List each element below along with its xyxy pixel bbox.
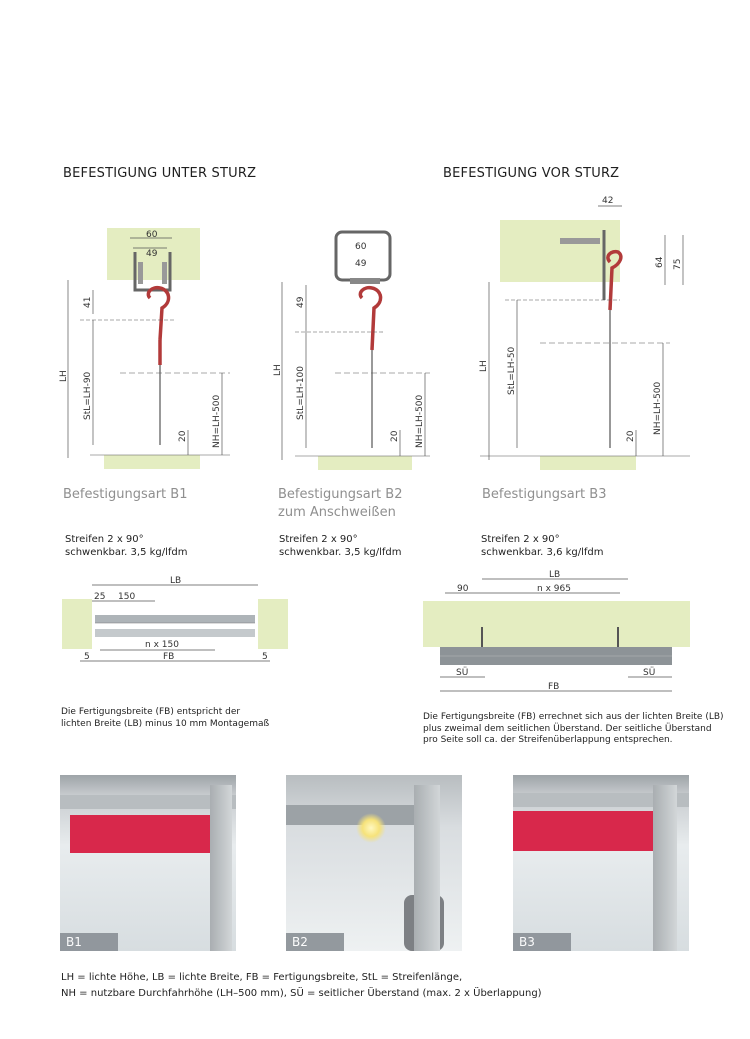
curtain-red-band (513, 811, 663, 851)
dim-lb: LB (170, 576, 181, 586)
lintel-wall (107, 228, 200, 280)
dim-90: 90 (457, 584, 469, 594)
dim-lh: LH (59, 370, 69, 382)
photo-b3: B3 (513, 775, 689, 951)
photo-b1: B1 (60, 775, 236, 951)
dim-42: 42 (602, 196, 613, 206)
type-title-b3: Befestigungsart B3 (482, 487, 607, 502)
dim-150: 150 (118, 592, 135, 602)
curtain-red-band (70, 815, 230, 853)
note-line: Die Fertigungsbreite (FB) entspricht der (61, 707, 241, 717)
type-subtitle-b2: zum Anschweißen (278, 505, 396, 520)
drawing-b3: 42 64 75 LH StL=LH-50 NH=LH-500 20 (479, 196, 690, 470)
strip-hook (606, 249, 623, 311)
spec-line: Streifen 2 x 90° (481, 534, 560, 545)
dim-49: 49 (355, 259, 367, 269)
dim-49: 49 (146, 249, 158, 259)
dim-lh: LH (273, 364, 283, 376)
dim-fb: FB (163, 652, 174, 662)
heading-vor-sturz: BEFESTIGUNG VOR STURZ (443, 166, 620, 181)
photo-label-b3: B3 (513, 933, 571, 951)
dim-60: 60 (355, 242, 367, 252)
type-title-b2: Befestigungsart B2 (278, 487, 403, 502)
dim-nh: NH=LH-500 (212, 394, 222, 448)
dim-5-left: 5 (84, 652, 90, 662)
strip-hook (146, 285, 171, 341)
dim-25: 25 (94, 592, 105, 602)
note-line: plus zweimal dem seitlichen Überstand. D… (423, 723, 712, 734)
photo-label-b2: B2 (286, 933, 344, 951)
dim-20: 20 (390, 430, 400, 442)
floor (540, 456, 636, 470)
dim-n150: n x 150 (145, 640, 179, 650)
type-title-b1: Befestigungsart B1 (63, 487, 188, 502)
welding-spark-icon (356, 813, 386, 843)
dim-fb: FB (548, 682, 559, 692)
plan-right: LB 90 n x 965 SÜ FB SÜ (423, 570, 690, 692)
dim-75: 75 (673, 259, 683, 270)
dim-64: 64 (655, 256, 665, 268)
photo-b2: B2 (286, 775, 462, 951)
lintel-wall (500, 220, 620, 282)
floor (104, 455, 200, 469)
dim-60: 60 (146, 230, 158, 240)
dim-n965: n x 965 (537, 584, 571, 594)
dim-stl: StL=LH-100 (296, 366, 306, 420)
spec-b1: Streifen 2 x 90° schwenkbar. 3,5 kg/lfdm (65, 533, 188, 559)
dim-5-right: 5 (262, 652, 268, 662)
dim-nh: NH=LH-500 (415, 394, 425, 448)
weld-bracket (334, 230, 392, 282)
abbreviation-legend: LH = lichte Höhe, LB = lichte Breite, FB… (61, 970, 542, 1002)
spec-line: schwenkbar. 3,5 kg/lfdm (65, 547, 188, 558)
note-left: Die Fertigungsbreite (FB) entspricht der… (61, 707, 269, 730)
dim-lb: LB (549, 570, 560, 580)
dim-41: 41 (83, 297, 93, 308)
strip-hook (358, 285, 383, 351)
dim-20: 20 (626, 430, 636, 442)
legend-line: NH = nutzbare Durchfahrhöhe (LH–500 mm),… (61, 988, 542, 999)
note-line: Die Fertigungsbreite (FB) errechnet sich… (423, 712, 724, 722)
spec-line: schwenkbar. 3,5 kg/lfdm (279, 547, 402, 558)
drawing-b1: 60 49 LH 41 StL=LH-90 NH=LH-500 20 (59, 228, 230, 469)
dim-su-left: SÜ (456, 667, 468, 678)
spec-line: schwenkbar. 3,6 kg/lfdm (481, 547, 604, 558)
spec-line: Streifen 2 x 90° (65, 534, 144, 545)
note-line: lichten Breite (LB) minus 10 mm Montagem… (61, 718, 270, 729)
plan-views: LB 25 150 n x 150 5 FB 5 LB 90 n x 965 S… (62, 570, 690, 692)
drawing-b2: 60 49 LH 49 StL=LH-100 NH=LH-500 20 (273, 230, 430, 470)
heading-unter-sturz: BEFESTIGUNG UNTER STURZ (63, 166, 257, 181)
legend-line: LH = lichte Höhe, LB = lichte Breite, FB… (61, 972, 463, 983)
note-right: Die Fertigungsbreite (FB) errechnet sich… (423, 712, 724, 747)
dim-stl: StL=LH-50 (507, 346, 517, 395)
spec-line: Streifen 2 x 90° (279, 534, 358, 545)
photo-label-b1: B1 (60, 933, 118, 951)
dim-stl: StL=LH-90 (83, 371, 93, 420)
plan-left: LB 25 150 n x 150 5 FB 5 (62, 576, 288, 662)
anchor-bolt (560, 238, 600, 244)
spec-b3: Streifen 2 x 90° schwenkbar. 3,6 kg/lfdm (481, 533, 604, 559)
mounting-drawings: 60 49 LH 41 StL=LH-90 NH=LH-500 20 60 49… (59, 196, 690, 470)
dim-lh: LH (479, 360, 489, 372)
floor (318, 456, 412, 470)
spec-b2: Streifen 2 x 90° schwenkbar. 3,5 kg/lfdm (279, 533, 402, 559)
dim-49v: 49 (296, 296, 306, 308)
dim-20: 20 (178, 430, 188, 442)
dim-su-right: SÜ (643, 667, 655, 678)
dim-nh: NH=LH-500 (653, 381, 663, 435)
note-line: pro Seite soll ca. der Streifenüberlappu… (423, 735, 673, 745)
